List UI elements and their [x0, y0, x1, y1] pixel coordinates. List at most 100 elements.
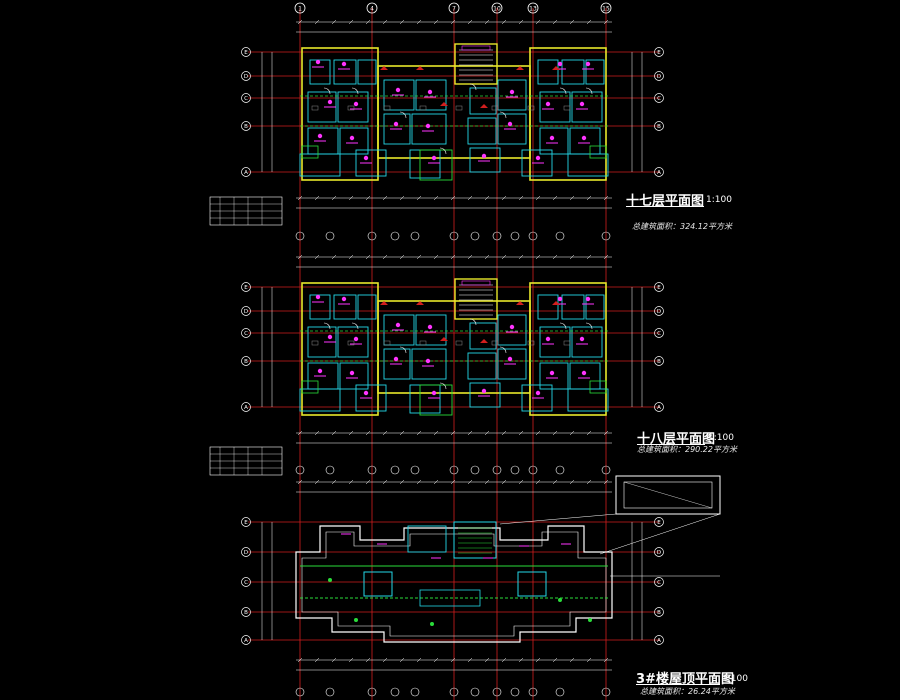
- dimension-tick: [484, 195, 490, 201]
- door-swing: [469, 83, 477, 91]
- room-label-marker: [585, 61, 591, 67]
- axis-bubble-left-label: E: [244, 520, 248, 526]
- room-label-marker: [341, 61, 347, 67]
- axis-bubble-row: [367, 465, 377, 475]
- door-swing: [585, 87, 593, 95]
- roof-drain: [588, 618, 592, 622]
- plan2-scale: 1:100: [708, 433, 734, 443]
- room-label-marker: [549, 370, 555, 376]
- roof-detail-leader: [499, 513, 617, 525]
- fixture: [455, 340, 463, 346]
- axis-bubble-row: [367, 231, 377, 241]
- dimension-tick: [331, 479, 337, 485]
- room-partition: [469, 87, 497, 115]
- axis-bubble-left: [241, 282, 251, 292]
- dimension-tick: [297, 254, 303, 260]
- axis-bubble-row: [449, 231, 459, 241]
- room-partition: [355, 384, 387, 412]
- room-label-marker: [545, 336, 551, 342]
- axis-bubble-left-label: E: [244, 50, 248, 56]
- outer-wall-center: [377, 300, 531, 394]
- roof-vent-left: [363, 571, 393, 597]
- axis-bubble-left: [241, 328, 251, 338]
- room-label-marker: [581, 135, 587, 141]
- axis-bubble-right: [654, 547, 664, 557]
- axis-bubble-right: [654, 402, 664, 412]
- floor-plan-17: [248, 19, 660, 209]
- roof-detail-leader: [599, 513, 721, 555]
- dimension-tick: [535, 657, 541, 663]
- room-partition: [539, 127, 569, 155]
- axis-bubble-left: [241, 356, 251, 366]
- dimension-tick: [467, 430, 473, 436]
- dimension-tick: [416, 195, 422, 201]
- axis-bubble-row: [510, 465, 520, 475]
- door-arrow: [380, 301, 388, 305]
- axis-bubble-left: [241, 71, 251, 81]
- room-partition: [333, 294, 357, 320]
- dimension-tick: [586, 479, 592, 485]
- axis-bubble-right-label: A: [657, 170, 661, 176]
- axis-bubble-right: [654, 306, 664, 316]
- room-partition: [299, 153, 341, 177]
- balcony-outline: [419, 149, 453, 181]
- plan1-title: 十七层平面图: [626, 194, 705, 209]
- dimension-tick: [433, 430, 439, 436]
- fixture: [383, 340, 391, 346]
- room-partition: [561, 59, 585, 85]
- fixture: [527, 340, 535, 346]
- door-swing: [323, 322, 331, 330]
- axis-bubble-right-label: B: [657, 610, 661, 616]
- room-partition: [339, 362, 369, 390]
- dimension-tick: [416, 479, 422, 485]
- roof-parapet-outer: [295, 525, 613, 643]
- dimension-tick: [501, 195, 507, 201]
- dimension-tick: [467, 19, 473, 25]
- dimension-tick: [433, 254, 439, 260]
- dimension-tick: [535, 479, 541, 485]
- dimension-tick: [552, 430, 558, 436]
- room-partition: [567, 388, 609, 412]
- dimension-tick: [467, 657, 473, 663]
- axis-bubble-left: [241, 577, 251, 587]
- room-label-marker: [431, 155, 437, 161]
- room-partition: [357, 294, 377, 320]
- door-arrow: [552, 301, 560, 305]
- dimension-tick: [348, 657, 354, 663]
- fixture: [347, 105, 355, 111]
- room-label-marker: [581, 370, 587, 376]
- room-partition: [383, 79, 415, 111]
- axis-bubble-row: [528, 231, 538, 241]
- room-label-marker: [317, 133, 323, 139]
- room-label-marker: [317, 368, 323, 374]
- dimension-tick: [314, 479, 320, 485]
- room-partition: [539, 91, 571, 123]
- door-swing: [439, 382, 447, 390]
- room-partition: [337, 326, 369, 358]
- door-swing: [559, 87, 567, 95]
- room-partition: [299, 388, 341, 412]
- room-partition: [383, 113, 411, 145]
- dimension-tick: [297, 195, 303, 201]
- door-arrow: [440, 337, 448, 341]
- dimension-tick: [399, 19, 405, 25]
- dimension-tick: [297, 430, 303, 436]
- plan1-area: 总建筑面积：324.12平方米: [632, 222, 732, 231]
- dimension-tick: [535, 254, 541, 260]
- axis-bubble-label: 10: [493, 6, 501, 13]
- plan2-title-underline: [637, 444, 705, 445]
- room-partition: [497, 314, 527, 346]
- room-partition: [497, 79, 527, 111]
- room-partition: [467, 352, 497, 380]
- fixture: [419, 340, 427, 346]
- room-partition: [411, 113, 447, 145]
- dimension-tick: [314, 430, 320, 436]
- dimension-tick: [484, 19, 490, 25]
- dimension-tick: [518, 657, 524, 663]
- dimension-tick: [552, 254, 558, 260]
- room-partition: [337, 91, 369, 123]
- room-partition: [537, 59, 559, 85]
- dimension-tick: [603, 430, 609, 436]
- axis-bubble-right: [654, 635, 664, 645]
